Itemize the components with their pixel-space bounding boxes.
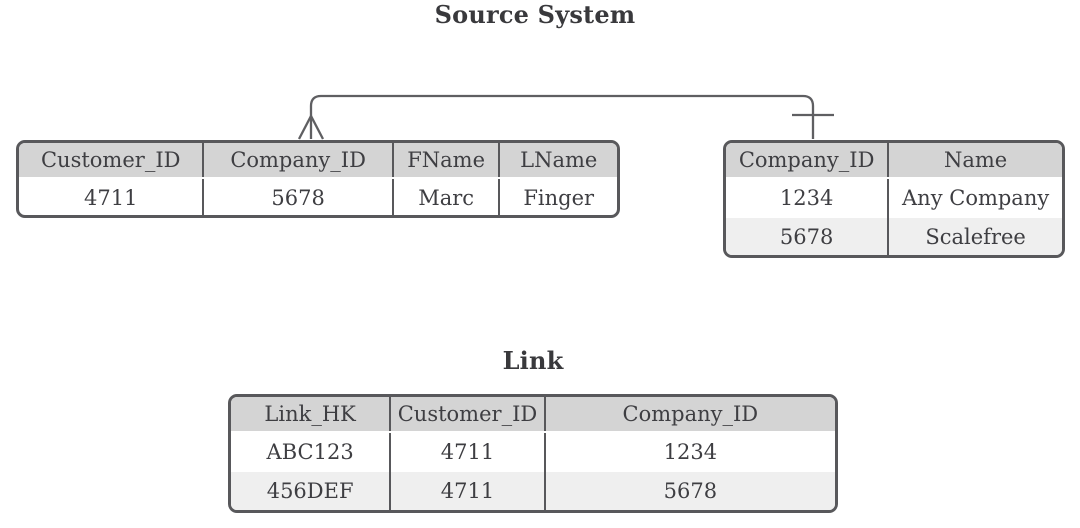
table-header-row: Link_HK Customer_ID Company_ID <box>231 397 835 433</box>
customer-id-cell: 4711 <box>84 186 138 210</box>
relationship-line <box>309 94 815 139</box>
source-system-title: Source System <box>434 0 636 29</box>
company-id-cell: 1234 <box>779 185 834 210</box>
company-id-cell: 5678 <box>726 216 889 255</box>
name-header: Name <box>887 143 1062 179</box>
company-id-cell: 5678 <box>543 470 835 510</box>
table-row: 4711 5678 Marc Finger <box>19 178 617 215</box>
customer-id-header: Customer_ID <box>389 397 545 433</box>
company-id-cell: 1234 <box>543 432 835 471</box>
name-cell: Scalefree <box>887 216 1062 255</box>
company-id-header: Company_ID <box>202 143 393 179</box>
customer-id-cell: 4711 <box>389 470 545 510</box>
name-cell: Any Company <box>887 178 1062 217</box>
crow-foot-many-icon <box>297 113 325 140</box>
table-row: 456DEF 4711 5678 <box>231 470 835 510</box>
link-hk-cell: 456DEF <box>231 470 391 510</box>
company-id-header: Company_ID <box>726 143 889 179</box>
link-hk-header: Link_HK <box>231 397 391 433</box>
link-table: Link_HK Customer_ID Company_ID ABC123 47… <box>228 394 838 513</box>
lname-cell: Finger <box>498 178 617 215</box>
table-row: 1234 Any Company <box>726 178 1062 217</box>
link-hk-cell: ABC123 <box>266 439 354 464</box>
table-header-row: Company_ID Name <box>726 143 1062 179</box>
table-row: 5678 Scalefree <box>726 216 1062 255</box>
fname-header: FName <box>391 143 500 179</box>
table-row: ABC123 4711 1234 <box>231 432 835 471</box>
customer-source-table: Customer_ID Company_ID FName LName 4711 … <box>16 140 620 218</box>
lname-header: LName <box>498 143 617 179</box>
company-id-cell: 5678 <box>202 178 393 215</box>
customer-id-cell: 4711 <box>389 432 545 471</box>
company-id-header: Company_ID <box>543 397 835 433</box>
company-source-table: Company_ID Name 1234 Any Company 5678 Sc… <box>723 140 1065 258</box>
customer-id-header: Customer_ID <box>19 143 204 179</box>
link-title: Link <box>502 346 564 375</box>
table-header-row: Customer_ID Company_ID FName LName <box>19 143 617 179</box>
fname-cell: Marc <box>391 178 500 215</box>
